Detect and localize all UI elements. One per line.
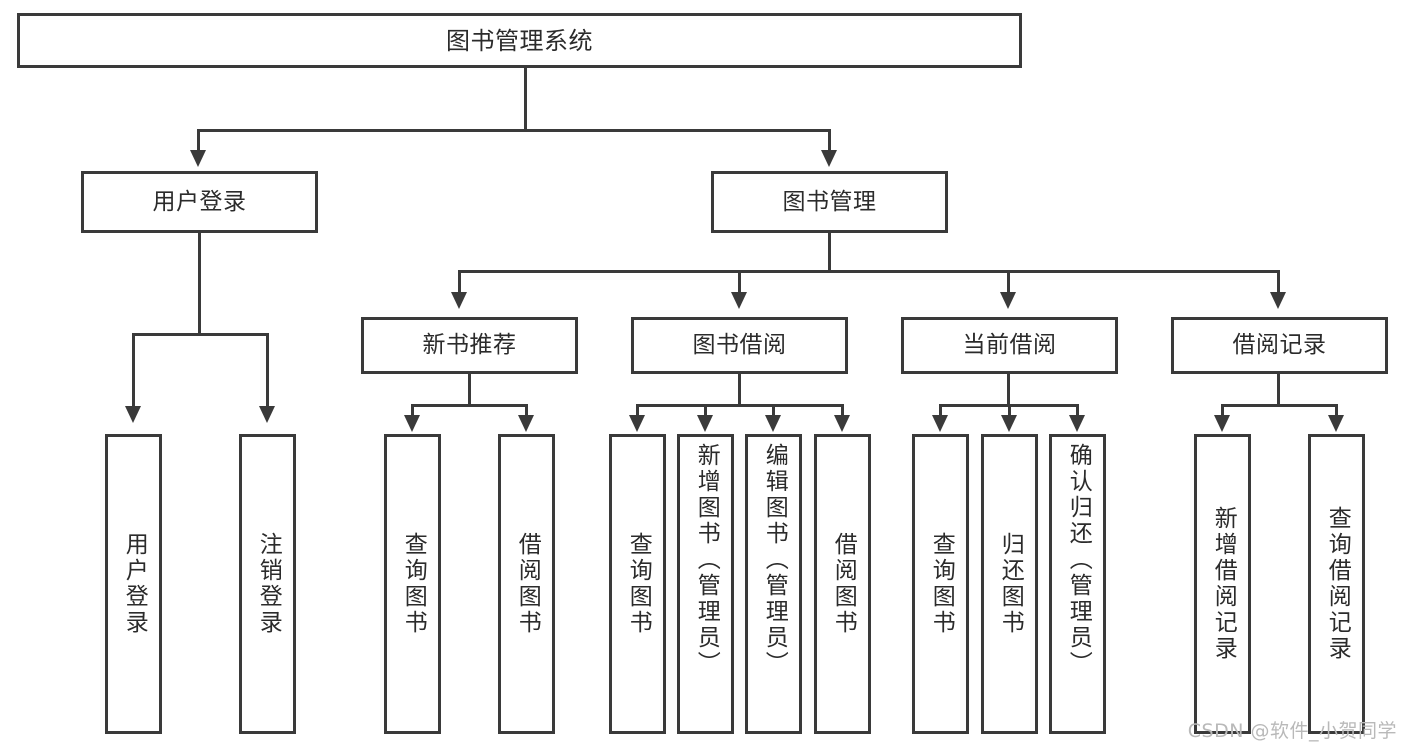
arrowhead-leaf-br-2	[1328, 415, 1344, 432]
connector-cb-drop-2	[1008, 404, 1011, 417]
arrowhead-to-book-management	[821, 150, 837, 167]
node-new-book-recommend[interactable]: 新书推荐	[361, 317, 578, 374]
connector-bb-stem	[738, 374, 741, 405]
leaf-bb-borrow-book[interactable]: 借阅图书	[814, 434, 871, 734]
connector-bb-drop-4	[841, 404, 844, 417]
connector-bb-drop-3	[772, 404, 775, 417]
leaf-cb-return-book[interactable]: 归还图书	[981, 434, 1038, 734]
arrowhead-leaf-cb-1	[932, 415, 948, 432]
connector-nbr-stem	[468, 374, 471, 405]
arrowhead-leaf-nbr-2	[518, 415, 534, 432]
node-user-login[interactable]: 用户登录	[81, 171, 318, 233]
leaf-label: 查询图书	[928, 532, 955, 636]
node-label: 图书借阅	[692, 332, 787, 359]
leaf-label: 新增借阅记录	[1210, 506, 1237, 662]
arrowhead-to-borrow-record	[1270, 292, 1286, 309]
node-label: 新书推荐	[422, 332, 517, 359]
leaf-cb-confirm-return-admin[interactable]: 确认归还（管理员）	[1049, 434, 1106, 734]
leaf-cb-query-book[interactable]: 查询图书	[912, 434, 969, 734]
node-label: 图书管理系统	[446, 26, 593, 55]
node-label: 当前借阅	[962, 332, 1057, 359]
connector-nbr-drop-2	[525, 404, 528, 417]
leaf-label: 查询图书	[400, 532, 427, 636]
leaf-user-login-login[interactable]: 用户登录	[105, 434, 162, 734]
node-root-book-management-system[interactable]: 图书管理系统	[17, 13, 1022, 68]
connector-book-management-stem	[828, 233, 831, 271]
leaf-nbr-query-book[interactable]: 查询图书	[384, 434, 441, 734]
connector-cb-drop-3	[1076, 404, 1079, 417]
leaf-user-login-logout[interactable]: 注销登录	[239, 434, 296, 734]
leaf-bb-add-book-admin[interactable]: 新增图书（管理员）	[677, 434, 734, 734]
connector-user-login-bus	[132, 333, 269, 336]
connector-bb-drop-1	[636, 404, 639, 417]
connector-br-drop-1	[1221, 404, 1224, 417]
connector-root-stem	[524, 68, 527, 130]
connector-nbr-bus	[411, 404, 528, 407]
connector-bb-bus	[636, 404, 844, 407]
connector-bm-drop-1	[458, 270, 461, 293]
leaf-label: 借阅图书	[514, 532, 541, 636]
node-label: 用户登录	[152, 188, 247, 215]
leaf-label: 查询图书	[625, 532, 652, 636]
node-label: 借阅记录	[1232, 332, 1327, 359]
connector-br-bus	[1221, 404, 1338, 407]
arrowhead-to-new-book-recommend	[451, 292, 467, 309]
arrowhead-to-current-borrow	[1000, 292, 1016, 309]
connector-nbr-drop-1	[411, 404, 414, 417]
connector-bm-drop-4	[1277, 270, 1280, 293]
arrowhead-leaf-user-login-1	[125, 406, 141, 423]
connector-user-login-drop-2	[266, 333, 269, 408]
arrowhead-leaf-nbr-1	[404, 415, 420, 432]
connector-user-login-drop-1	[132, 333, 135, 408]
arrowhead-leaf-bb-2	[697, 415, 713, 432]
leaf-label: 归还图书	[997, 532, 1024, 636]
arrowhead-leaf-cb-2	[1001, 415, 1017, 432]
leaf-nbr-borrow-book[interactable]: 借阅图书	[498, 434, 555, 734]
connector-user-login-stem	[198, 233, 201, 334]
connector-root-bus	[197, 129, 830, 132]
connector-bm-drop-2	[738, 270, 741, 293]
node-label: 图书管理	[782, 188, 877, 215]
node-current-borrow[interactable]: 当前借阅	[901, 317, 1118, 374]
connector-br-drop-2	[1335, 404, 1338, 417]
leaf-label: 确认归还（管理员）	[1065, 443, 1092, 677]
leaf-label: 注销登录	[255, 532, 282, 636]
node-borrow-record[interactable]: 借阅记录	[1171, 317, 1388, 374]
leaf-label: 查询借阅记录	[1324, 506, 1351, 662]
node-book-management[interactable]: 图书管理	[711, 171, 948, 233]
arrowhead-to-book-borrow	[731, 292, 747, 309]
arrowhead-leaf-user-login-2	[259, 406, 275, 423]
arrowhead-leaf-cb-3	[1069, 415, 1085, 432]
leaf-br-query-record[interactable]: 查询借阅记录	[1308, 434, 1365, 734]
leaf-br-add-record[interactable]: 新增借阅记录	[1194, 434, 1251, 734]
arrowhead-to-user-login	[190, 150, 206, 167]
connector-cb-drop-1	[939, 404, 942, 417]
connector-book-management-bus	[458, 270, 1280, 273]
node-book-borrow[interactable]: 图书借阅	[631, 317, 848, 374]
arrowhead-leaf-bb-3	[765, 415, 781, 432]
connector-root-drop-right	[828, 129, 831, 153]
leaf-label: 编辑图书（管理员）	[761, 443, 788, 677]
leaf-bb-edit-book-admin[interactable]: 编辑图书（管理员）	[745, 434, 802, 734]
arrowhead-leaf-bb-4	[834, 415, 850, 432]
connector-bm-drop-3	[1007, 270, 1010, 293]
connector-cb-stem	[1007, 374, 1010, 405]
connector-root-drop-left	[197, 129, 200, 153]
connector-bb-drop-2	[704, 404, 707, 417]
leaf-label: 用户登录	[121, 532, 148, 636]
connector-br-stem	[1277, 374, 1280, 405]
leaf-label: 新增图书（管理员）	[693, 443, 720, 677]
leaf-label: 借阅图书	[830, 532, 857, 636]
arrowhead-leaf-br-1	[1214, 415, 1230, 432]
arrowhead-leaf-bb-1	[629, 415, 645, 432]
leaf-bb-query-book[interactable]: 查询图书	[609, 434, 666, 734]
